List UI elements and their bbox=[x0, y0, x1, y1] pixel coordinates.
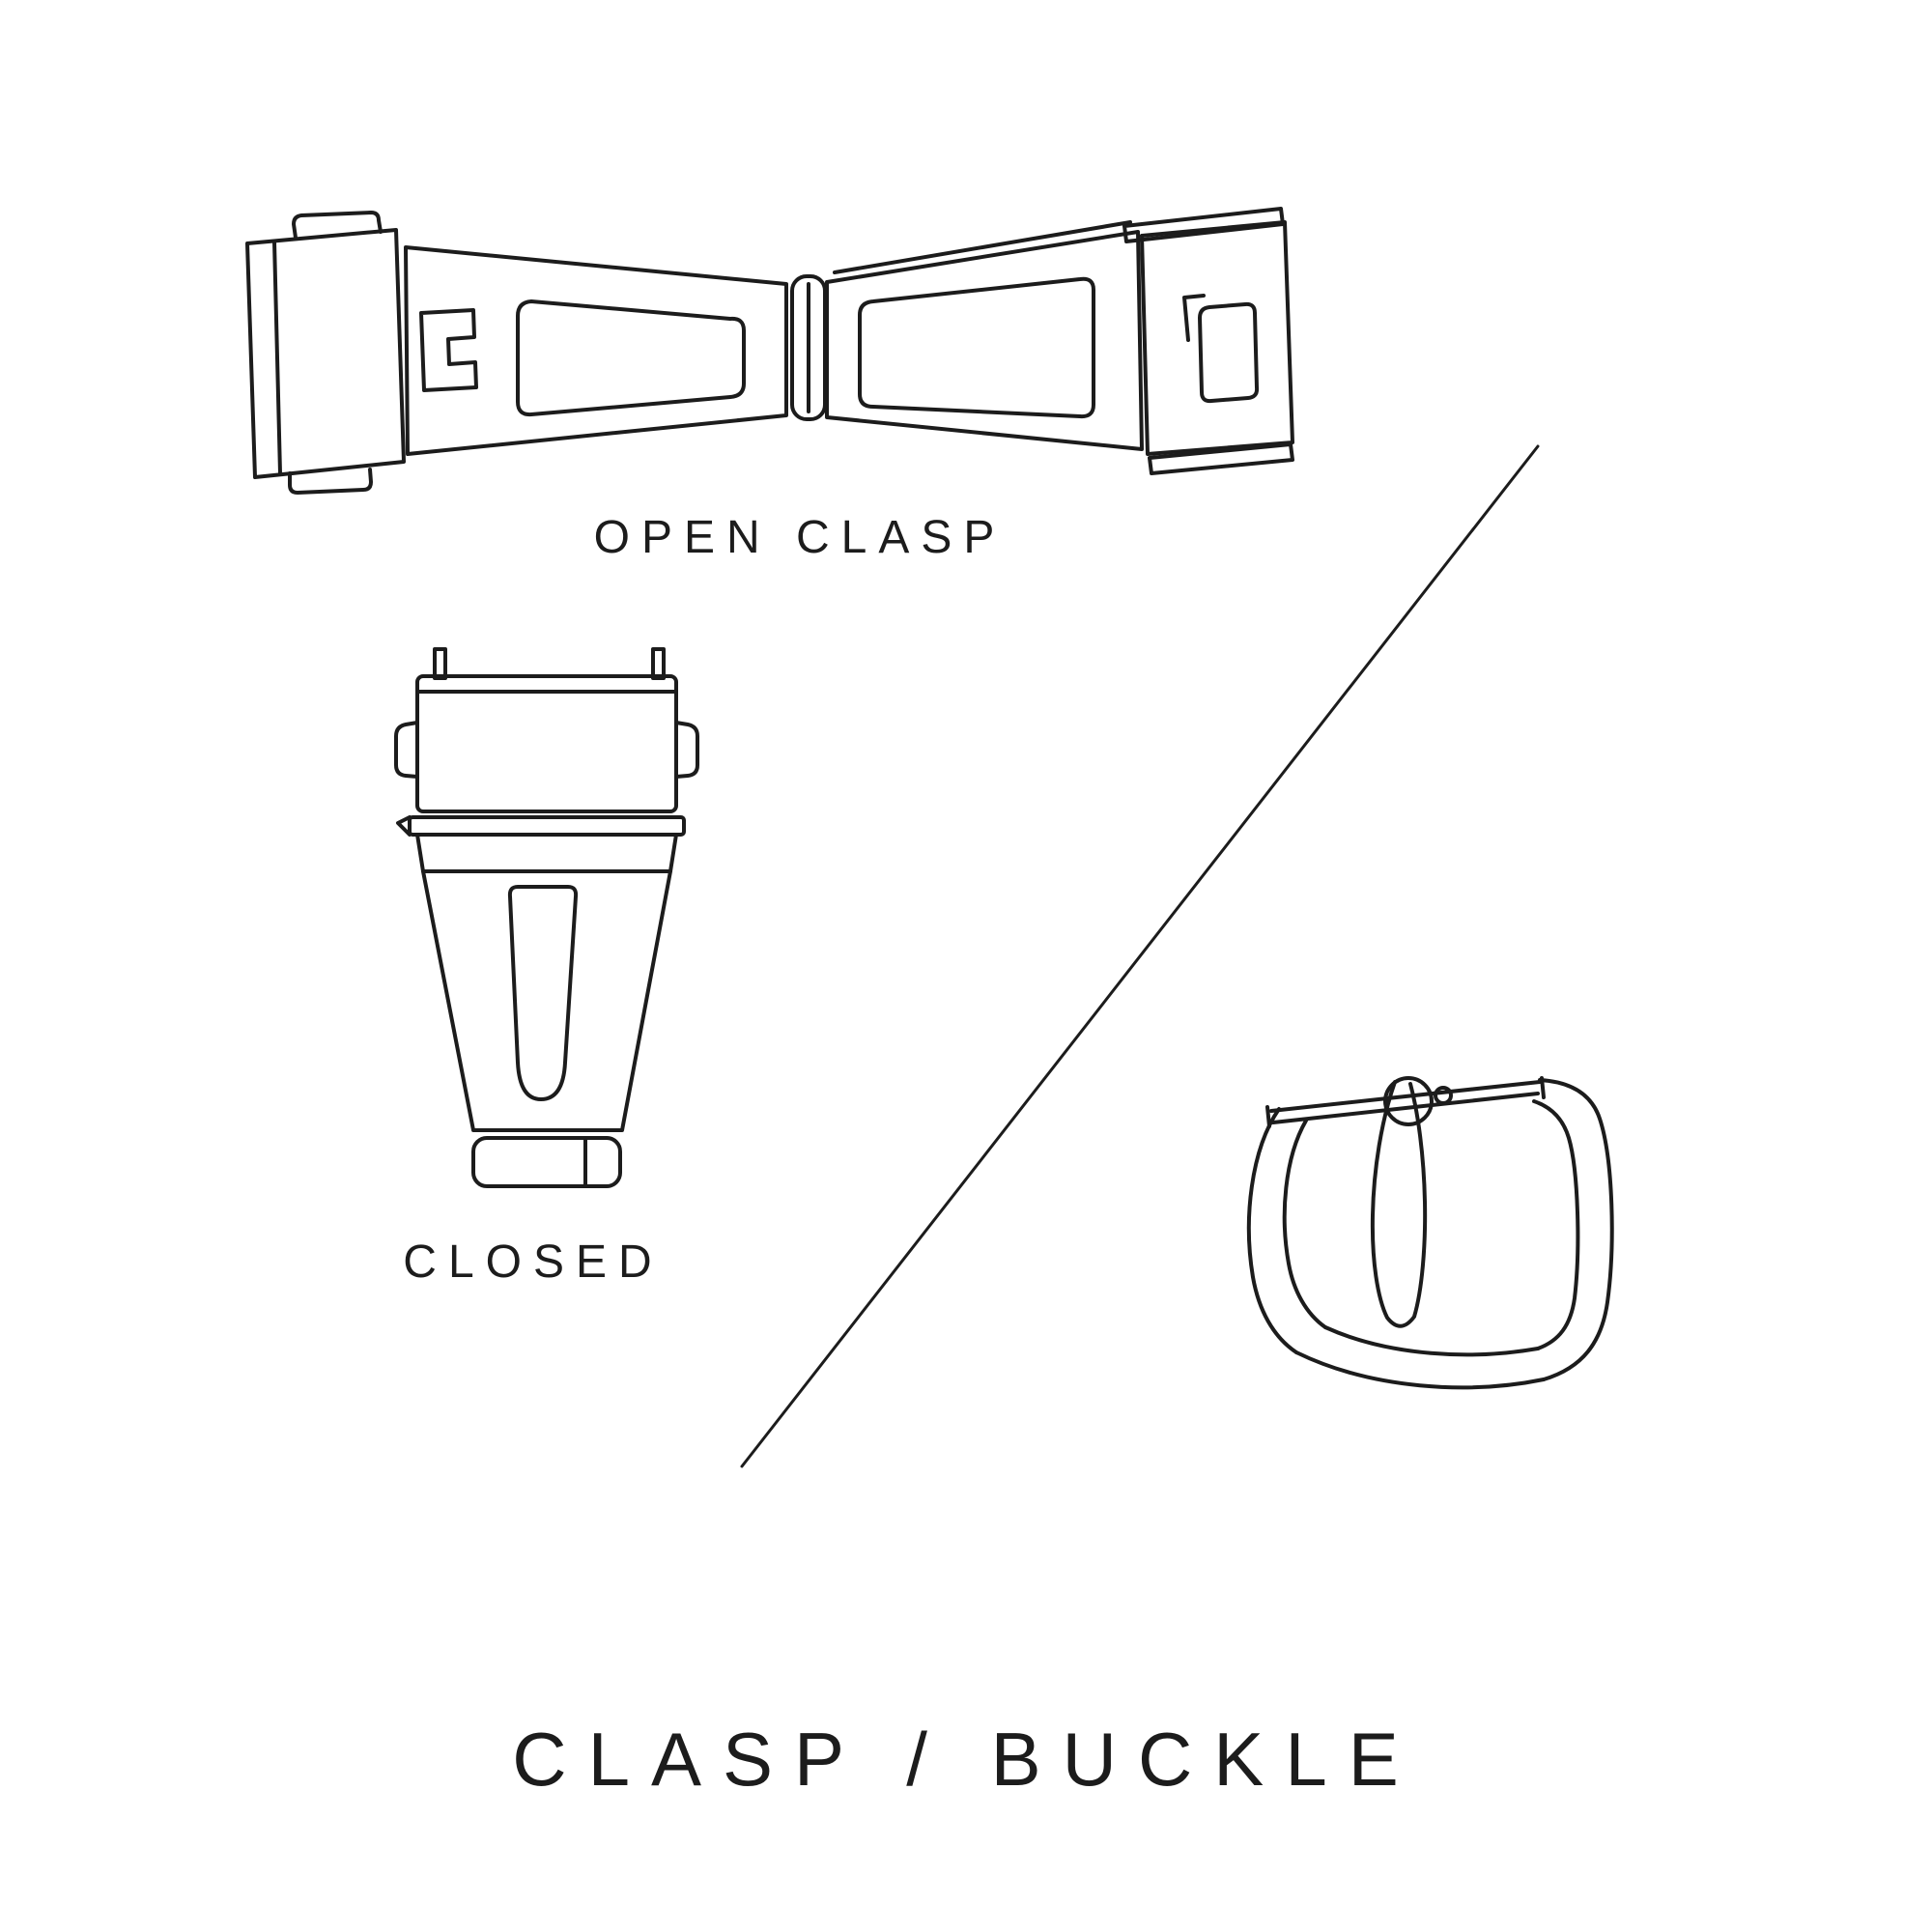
buckle-frame-bottom-outer bbox=[1294, 1350, 1546, 1390]
closed-clasp-illustration bbox=[394, 647, 699, 1188]
closed-clasp-band-corner bbox=[396, 815, 412, 837]
diagram-title: CLASP / BUCKLE bbox=[512, 1717, 1420, 1802]
line-art-root bbox=[245, 207, 1614, 1468]
open-clasp-label: OPEN CLASP bbox=[594, 512, 1007, 563]
open-clasp-left-bottom-tab bbox=[288, 468, 373, 495]
closed-clasp-body bbox=[421, 869, 672, 1132]
open-clasp-right-window bbox=[858, 276, 1095, 419]
open-clasp-left-window bbox=[516, 299, 746, 417]
closed-clasp-cover bbox=[415, 674, 678, 813]
buckle-pin-bottom bbox=[1271, 1092, 1540, 1124]
open-clasp-left-endlink bbox=[245, 228, 406, 479]
open-clasp-right-hole bbox=[1198, 301, 1260, 404]
buckle-frame-right-inner bbox=[1532, 1099, 1580, 1350]
open-clasp-right-endlink bbox=[1140, 220, 1294, 456]
closed-clasp-band-lower bbox=[415, 833, 678, 873]
closed-clasp-right-ear bbox=[674, 721, 699, 779]
open-clasp-right-bracket-detail bbox=[1182, 294, 1206, 342]
buckle-pin-top bbox=[1269, 1080, 1542, 1113]
closed-clasp-slot bbox=[507, 885, 579, 1101]
closed-clasp-left-ear bbox=[394, 721, 419, 779]
closed-label: CLOSED bbox=[403, 1236, 663, 1288]
open-clasp-right-arm bbox=[825, 230, 1144, 451]
buckle-frame-left-inner bbox=[1282, 1119, 1327, 1329]
buckle-frame-bottom-inner bbox=[1323, 1325, 1540, 1357]
closed-clasp-prong-left bbox=[433, 647, 447, 680]
open-clasp-right-arm-top-edge bbox=[833, 220, 1132, 274]
open-clasp-notch bbox=[419, 308, 478, 392]
open-clasp-left-endlink-edge bbox=[272, 240, 282, 475]
closed-clasp-band bbox=[408, 815, 686, 837]
open-clasp-left-arm bbox=[404, 245, 788, 456]
buckle-illustration bbox=[1246, 1076, 1614, 1390]
closed-clasp-prong-right bbox=[651, 647, 666, 680]
closed-clasp-foot bbox=[471, 1136, 622, 1188]
buckle-prong-body bbox=[1370, 1080, 1428, 1328]
buckle-frame-left-outer bbox=[1246, 1107, 1298, 1354]
divider bbox=[740, 444, 1540, 1468]
open-clasp-illustration bbox=[245, 207, 1294, 495]
buckle-frame-right-outer bbox=[1538, 1078, 1614, 1381]
buckle-pin-collar bbox=[1434, 1086, 1453, 1105]
divider-line bbox=[740, 444, 1540, 1468]
open-clasp-left-top-tab bbox=[292, 211, 383, 240]
buckle-prong-loop bbox=[1383, 1076, 1434, 1126]
open-clasp-right-bottom-strip bbox=[1148, 442, 1294, 475]
